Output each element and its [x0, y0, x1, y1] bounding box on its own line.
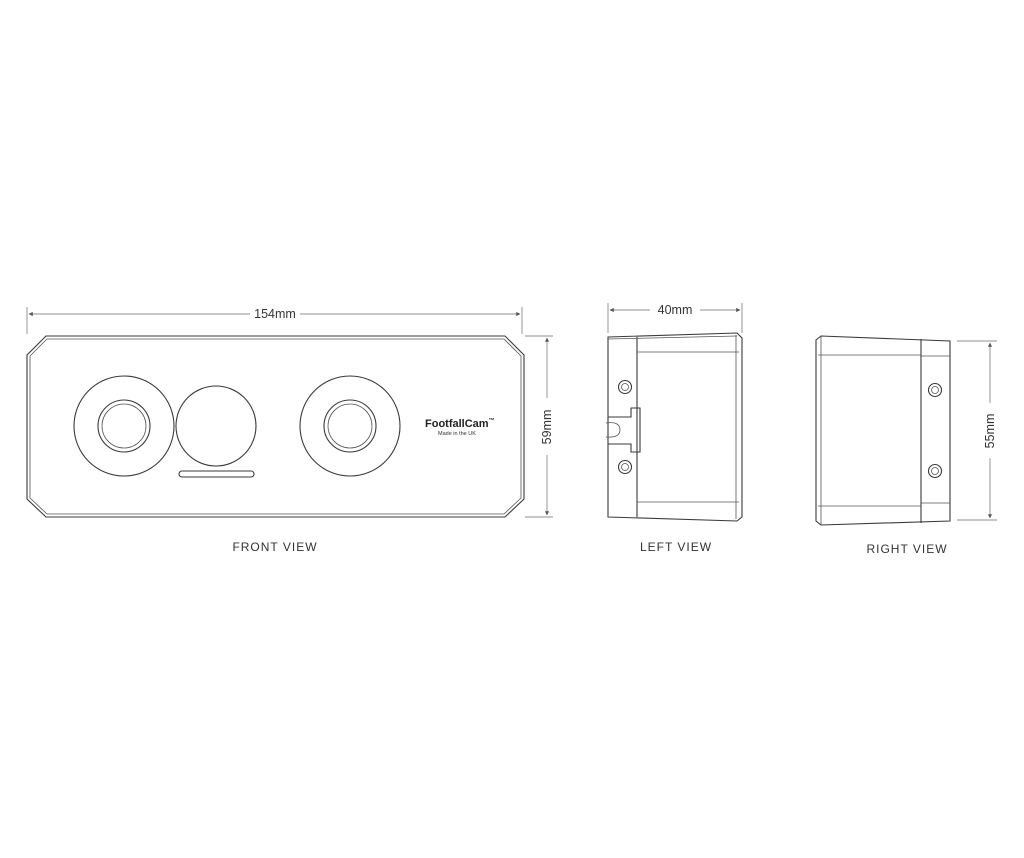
left-cable-port	[605, 422, 621, 438]
brand-trademark: ™	[489, 417, 495, 424]
left-view-label: LEFT VIEW	[640, 540, 712, 554]
right-screw-bottom	[927, 463, 943, 479]
left-lens	[73, 375, 175, 477]
brand-tagline: Made in the UK	[438, 431, 476, 437]
left-screw-bottom	[617, 459, 633, 475]
center-sensor	[175, 385, 257, 467]
right-height-dimension: 55mm	[957, 340, 997, 521]
front-height-label: 59mm	[540, 410, 554, 445]
left-housing-outline	[607, 332, 743, 522]
brand-name: FootfallCam	[425, 418, 489, 430]
right-view-label: RIGHT VIEW	[866, 542, 947, 556]
right-housing-outline	[815, 335, 951, 526]
left-mounting-clip	[608, 407, 641, 453]
left-view: 40mm LEFT VIEW	[605, 303, 743, 554]
left-depth-label: 40mm	[658, 303, 693, 317]
right-view: 55mm RIGHT VIEW	[815, 335, 997, 556]
front-width-dimension: 154mm	[26, 307, 523, 334]
right-screw-top	[927, 382, 943, 398]
front-height-dimension: 59mm	[525, 335, 554, 518]
right-height-label: 55mm	[983, 414, 997, 449]
brand-logo: FootfallCam™ Made in the UK	[425, 417, 495, 437]
front-housing-outline	[26, 335, 525, 518]
right-lens	[299, 375, 401, 477]
svg-text:FootfallCam™: FootfallCam™	[425, 417, 495, 430]
front-housing-inner-edge	[29, 338, 522, 515]
left-depth-dimension: 40mm	[607, 303, 743, 333]
left-screw-top	[617, 379, 633, 395]
led-slot	[178, 470, 255, 478]
front-view-label: FRONT VIEW	[232, 540, 317, 554]
front-width-label: 154mm	[254, 307, 296, 321]
front-view: 154mm 59mm	[26, 307, 554, 554]
